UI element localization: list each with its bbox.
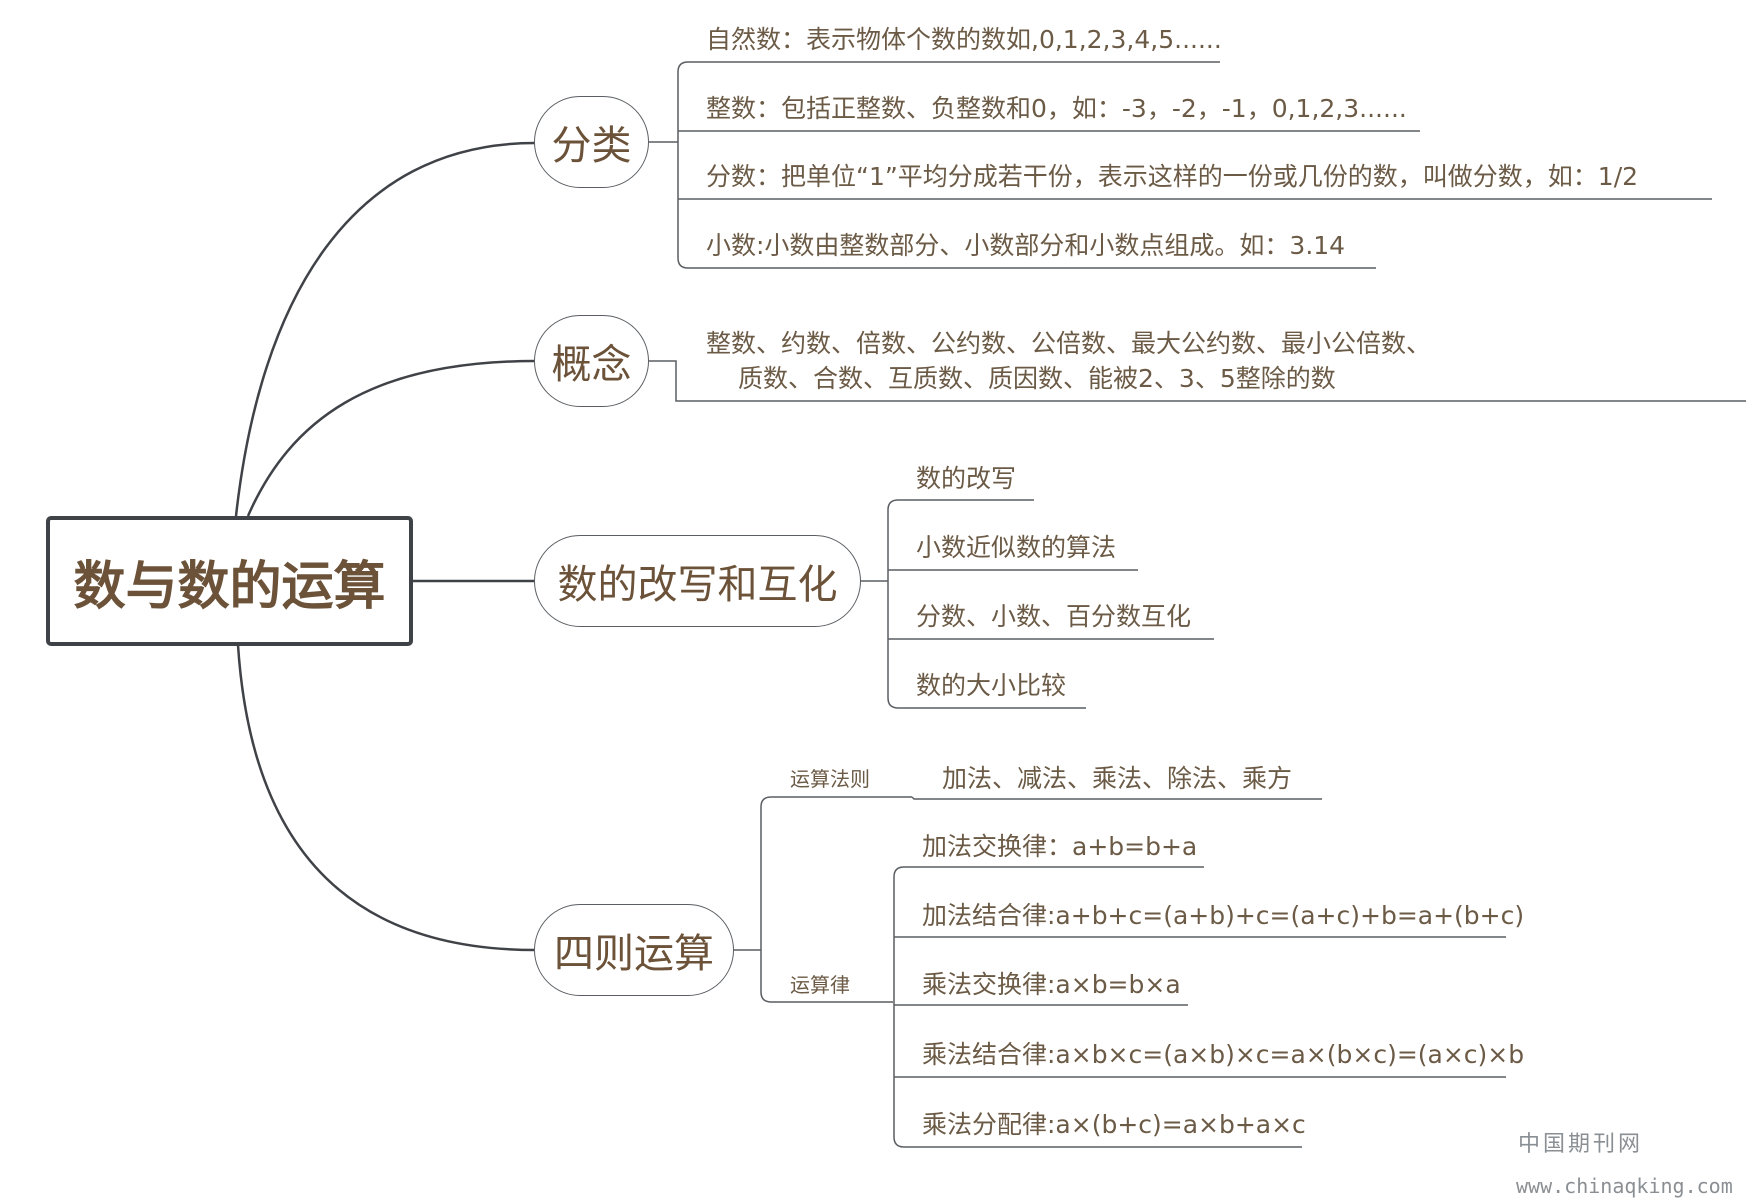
- branch-arithmetic-label: 四则运算: [554, 931, 714, 977]
- leaf-natural-number[interactable]: 自然数：表示物体个数的数如,0,1,2,3,4,5......: [706, 25, 1222, 54]
- watermark-url: www.chinaqking.com: [1516, 1174, 1733, 1198]
- leaf-distributive[interactable]: 乘法分配律:a×(b+c)=a×b+a×c: [922, 1110, 1306, 1139]
- branch-concept-label: 概念: [551, 342, 632, 388]
- connector-root-arithmetic: [236, 644, 536, 952]
- branch-rewrite[interactable]: 数的改写和互化: [534, 535, 861, 627]
- leaf-addition-commutative[interactable]: 加法交换律：a+b=b+a: [922, 832, 1198, 861]
- connector-root-concept: [246, 359, 536, 517]
- branch-classification[interactable]: 分类: [534, 96, 649, 188]
- leaf-addition-associative[interactable]: 加法结合律:a+b+c=(a+b)+c=(a+c)+b=a+(b+c): [922, 901, 1525, 930]
- leaf-decimal[interactable]: 小数:小数由整数部分、小数部分和小数点组成。如：3.14: [706, 231, 1346, 260]
- leaf-fraction[interactable]: 分数：把单位“1”平均分成若干份，表示这样的一份或几份的数，叫做分数，如：1/2: [706, 162, 1639, 191]
- leaf-decimal-approximation[interactable]: 小数近似数的算法: [916, 533, 1117, 562]
- leaf-multiplication-associative[interactable]: 乘法结合律:a×b×c=(a×b)×c=a×(b×c)=(a×c)×b: [922, 1040, 1525, 1069]
- subbranch-operation-laws[interactable]: 运算律: [790, 973, 850, 997]
- leaf-integer[interactable]: 整数：包括正整数、负整数和0，如：-3，-2，-1，0,1,2,3......: [706, 94, 1407, 123]
- branch-classification-label: 分类: [551, 123, 632, 169]
- subbranch-operation-rules[interactable]: 运算法则: [790, 767, 870, 791]
- leaf-concept-line2[interactable]: 质数、合数、互质数、质因数、能被2、3、5整除的数: [738, 364, 1336, 393]
- branch-arithmetic[interactable]: 四则运算: [534, 904, 734, 996]
- root-topic[interactable]: 数与数的运算: [46, 516, 413, 646]
- branch-rewrite-label: 数的改写和互化: [557, 562, 838, 608]
- leaf-number-compare[interactable]: 数的大小比较: [916, 671, 1067, 700]
- watermark-title: 中国期刊网: [1518, 1132, 1644, 1157]
- root-topic-label: 数与数的运算: [73, 556, 386, 617]
- leaf-multiplication-commutative[interactable]: 乘法交换律:a×b=b×a: [922, 970, 1181, 999]
- leaf-concept-line1[interactable]: 整数、约数、倍数、公约数、公倍数、最大公约数、最小公倍数、: [706, 329, 1432, 358]
- branch-concept[interactable]: 概念: [534, 315, 649, 407]
- leaf-fraction-decimal-percent[interactable]: 分数、小数、百分数互化: [916, 602, 1192, 631]
- leaf-number-rewrite[interactable]: 数的改写: [916, 464, 1017, 493]
- connector-root-classification: [234, 141, 536, 517]
- leaf-operations-list[interactable]: 加法、减法、乘法、除法、乘方: [942, 764, 1293, 793]
